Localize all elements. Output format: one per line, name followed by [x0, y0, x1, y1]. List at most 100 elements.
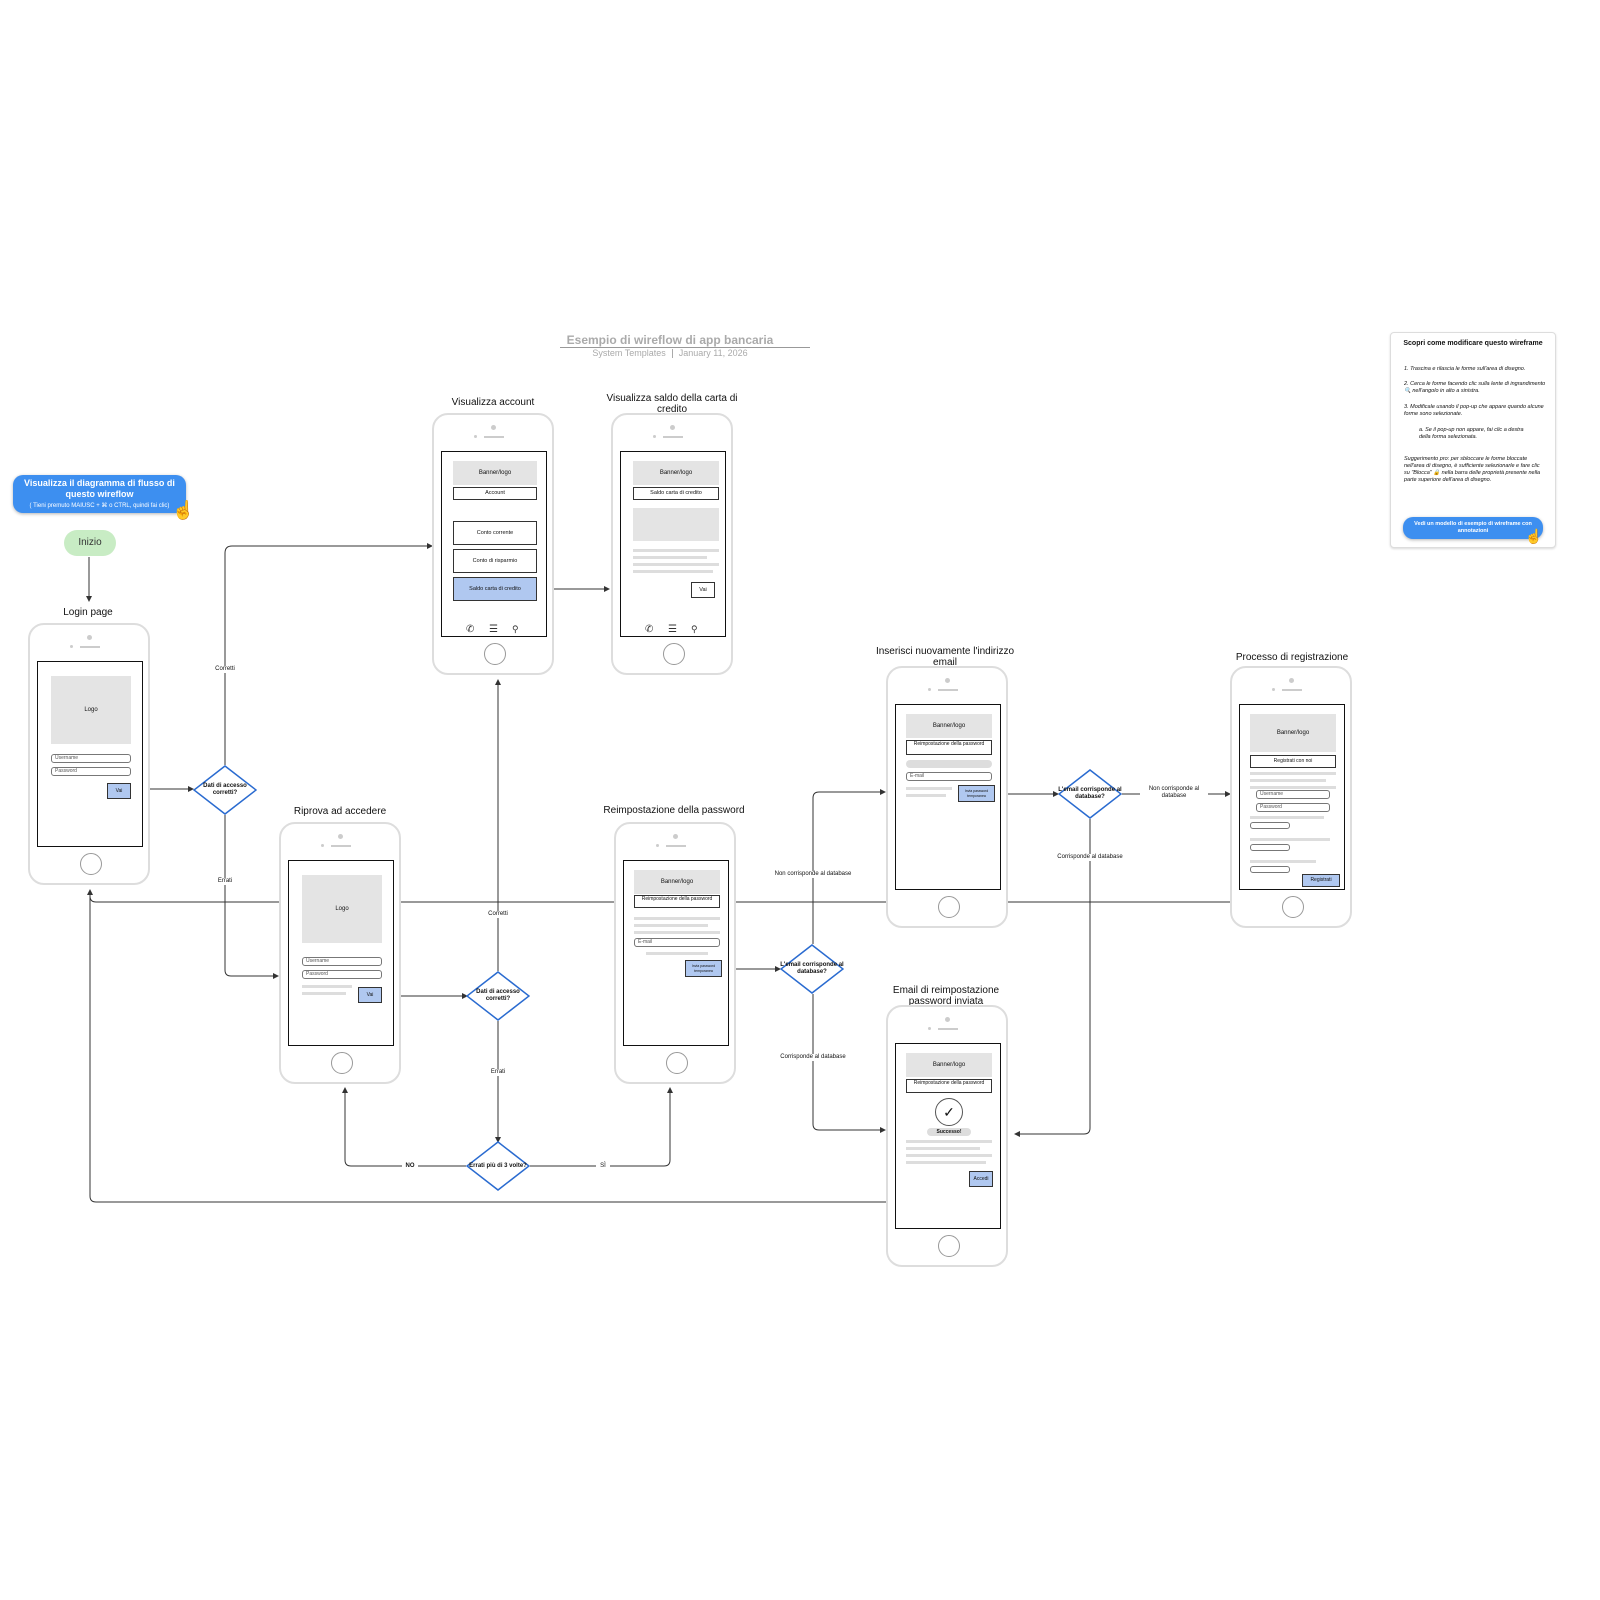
reenter-phone: Banner/logo Reimpostazione della passwor…	[886, 666, 1008, 928]
view-flowchart-hint: ( Tieni premuto MAIUSC + ⌘ o CTRL, quind…	[29, 503, 170, 509]
edge-d5-sent	[1014, 819, 1091, 1137]
reset-email-field[interactable]: E-mail	[634, 938, 720, 947]
reset-banner: Banner/logo	[634, 870, 720, 894]
login-phone: Logo Username Password Vai	[28, 623, 150, 885]
reenter-email-field[interactable]: E-mail	[906, 772, 992, 781]
help-step-3: 3. Modificale usando il pop-up che appar…	[1404, 404, 1544, 417]
edge-label-correct-1: Corretti	[208, 666, 242, 673]
edge-label-nomatch-2: Non corrisponde al database	[1140, 786, 1208, 800]
menu-icon[interactable]: ☰	[489, 624, 498, 635]
edge-label-yes: SÌ	[596, 1163, 610, 1170]
sent-header: Reimpostazione della password	[906, 1079, 992, 1093]
balance-screen-title: Visualizza saldo della carta di credito	[606, 393, 738, 415]
login-password-field[interactable]: Password	[51, 767, 131, 776]
help-title: Scopri come modificare questo wireframe	[1403, 340, 1543, 347]
view-flowchart-button[interactable]: Visualizza il diagramma di flusso di que…	[13, 475, 186, 513]
reset-send-temp-password-button[interactable]: Invia password temporanea	[685, 960, 722, 977]
location-pin-icon[interactable]: ⚲	[512, 624, 519, 634]
location-pin-icon[interactable]: ⚲	[691, 624, 698, 634]
sent-phone: Banner/logo Reimpostazione della passwor…	[886, 1005, 1008, 1267]
reset-header: Reimpostazione della password	[634, 895, 720, 908]
account-phone: Banner/logo Account Conto corrente Conto…	[432, 413, 554, 675]
edge-d3-retry	[342, 1087, 466, 1167]
login-username-field[interactable]: Username	[51, 754, 131, 763]
edge-label-match-2: Corrisponde al database	[1045, 854, 1135, 861]
pointer-hand-icon: ☝	[1525, 528, 1543, 544]
register-extra-field-3[interactable]	[1250, 866, 1290, 873]
edge-d1-account	[224, 543, 433, 765]
account-banner: Banner/logo	[453, 461, 537, 485]
edge-sent-login	[89, 892, 983, 1203]
phone-icon[interactable]: ✆	[466, 624, 475, 635]
reset-phone: Banner/logo Reimpostazione della passwor…	[614, 822, 736, 1084]
reenter-header: Reimpostazione della password	[906, 740, 992, 755]
pointer-hand-icon: ☝	[172, 500, 195, 520]
balance-content-placeholder	[633, 508, 719, 541]
edge-label-wrong-2: Errati	[483, 1069, 513, 1076]
decision-more-than-3: Errati più di 3 volte?	[465, 1141, 531, 1191]
retry-phone: Logo Username Password Vai	[279, 822, 401, 1084]
camera-icon	[87, 635, 92, 640]
savings-account-button[interactable]: Conto di risparmio	[453, 549, 537, 573]
author-label: System Templates	[592, 348, 666, 358]
sent-login-button[interactable]: Accedi	[969, 1171, 993, 1187]
reenter-banner: Banner/logo	[906, 714, 992, 738]
register-screen-title: Processo di registrazione	[1235, 652, 1349, 663]
edge-d4-reenter	[812, 789, 886, 944]
title-underline	[560, 347, 810, 348]
sent-banner: Banner/logo	[906, 1053, 992, 1077]
help-tip: Suggerimento pro: per sbloccare le forme…	[1404, 456, 1541, 483]
credit-card-balance-button[interactable]: Saldo carta di credito	[453, 577, 537, 601]
retry-username-field[interactable]: Username	[302, 957, 382, 966]
balance-banner: Banner/logo	[633, 461, 719, 485]
register-extra-field-1[interactable]	[1250, 822, 1290, 829]
balance-phone: Banner/logo Saldo carta di credito Vai ✆…	[611, 413, 733, 675]
decision-email-match-2: L'email corrisponde al database?	[1057, 769, 1123, 819]
retry-password-field[interactable]: Password	[302, 970, 382, 979]
decision-credentials-2: Dati di accesso corretti?	[465, 971, 531, 1021]
retry-go-button[interactable]: Vai	[358, 987, 382, 1003]
account-header: Account	[453, 487, 537, 500]
date-label: January 11, 2026	[678, 348, 748, 358]
reset-screen-title: Reimpostazione della password	[603, 805, 745, 816]
register-username-field[interactable]: Username	[1256, 790, 1330, 799]
balance-go-button[interactable]: Vai	[691, 582, 715, 598]
help-step-3a: a. Se il pop-up non appare, fai clic a d…	[1419, 427, 1524, 440]
success-badge: Successo!	[927, 1128, 971, 1136]
login-screen-title: Login page	[63, 607, 113, 618]
annotated-example-button[interactable]: Vedi un modello di esempio di wireframe …	[1403, 517, 1543, 539]
edge-label-no: NO	[402, 1163, 418, 1170]
register-header: Registrati con noi	[1250, 755, 1336, 768]
login-go-button[interactable]: Vai	[107, 783, 131, 799]
checking-account-button[interactable]: Conto corrente	[453, 521, 537, 545]
help-panel: Scopri come modificare questo wireframe …	[1390, 332, 1556, 548]
diagram-title: Esempio di wireflow di app bancaria	[566, 333, 774, 347]
menu-icon[interactable]: ☰	[668, 624, 677, 635]
edge-d3-reset	[530, 1087, 673, 1167]
edge-label-wrong-1: Errati	[210, 878, 240, 885]
register-password-field[interactable]: Password	[1256, 803, 1330, 812]
register-banner: Banner/logo	[1250, 714, 1336, 752]
register-submit-button[interactable]: Registrati	[1302, 874, 1340, 887]
reenter-send-temp-password-button[interactable]: Invia password temporanea	[958, 785, 995, 802]
start-node: Inizio	[64, 530, 116, 556]
decision-email-match-1: L'email corrisponde al database?	[779, 944, 845, 994]
edge-label-match-1: Corrisponde al database	[768, 1054, 858, 1061]
help-step-1: 1. Trascina e rilascia le forme sull'are…	[1404, 366, 1526, 372]
edge-label-nomatch-1: Non corrisponde al database	[763, 871, 863, 878]
retry-screen-title: Riprova ad accedere	[293, 806, 387, 817]
view-flowchart-label: Visualizza il diagramma di flusso di que…	[24, 478, 175, 499]
success-check-icon: ✓	[935, 1098, 963, 1126]
decision-credentials-1: Dati di accesso corretti?	[192, 765, 258, 815]
edge-d1-retry	[224, 815, 279, 979]
register-extra-field-2[interactable]	[1250, 844, 1290, 851]
account-screen-title: Visualizza account	[451, 397, 535, 408]
home-button	[80, 853, 102, 875]
balance-header: Saldo carta di credito	[633, 487, 719, 500]
sent-screen-title: Email di reimpostazione password inviata	[892, 985, 1000, 1007]
help-step-2: 2. Cerca le forme facendo clic sulla len…	[1404, 381, 1546, 394]
phone-icon[interactable]: ✆	[645, 624, 654, 635]
retry-logo: Logo	[302, 875, 382, 943]
reenter-error-bar	[906, 760, 992, 768]
edge-label-correct-2: Corretti	[481, 911, 515, 918]
